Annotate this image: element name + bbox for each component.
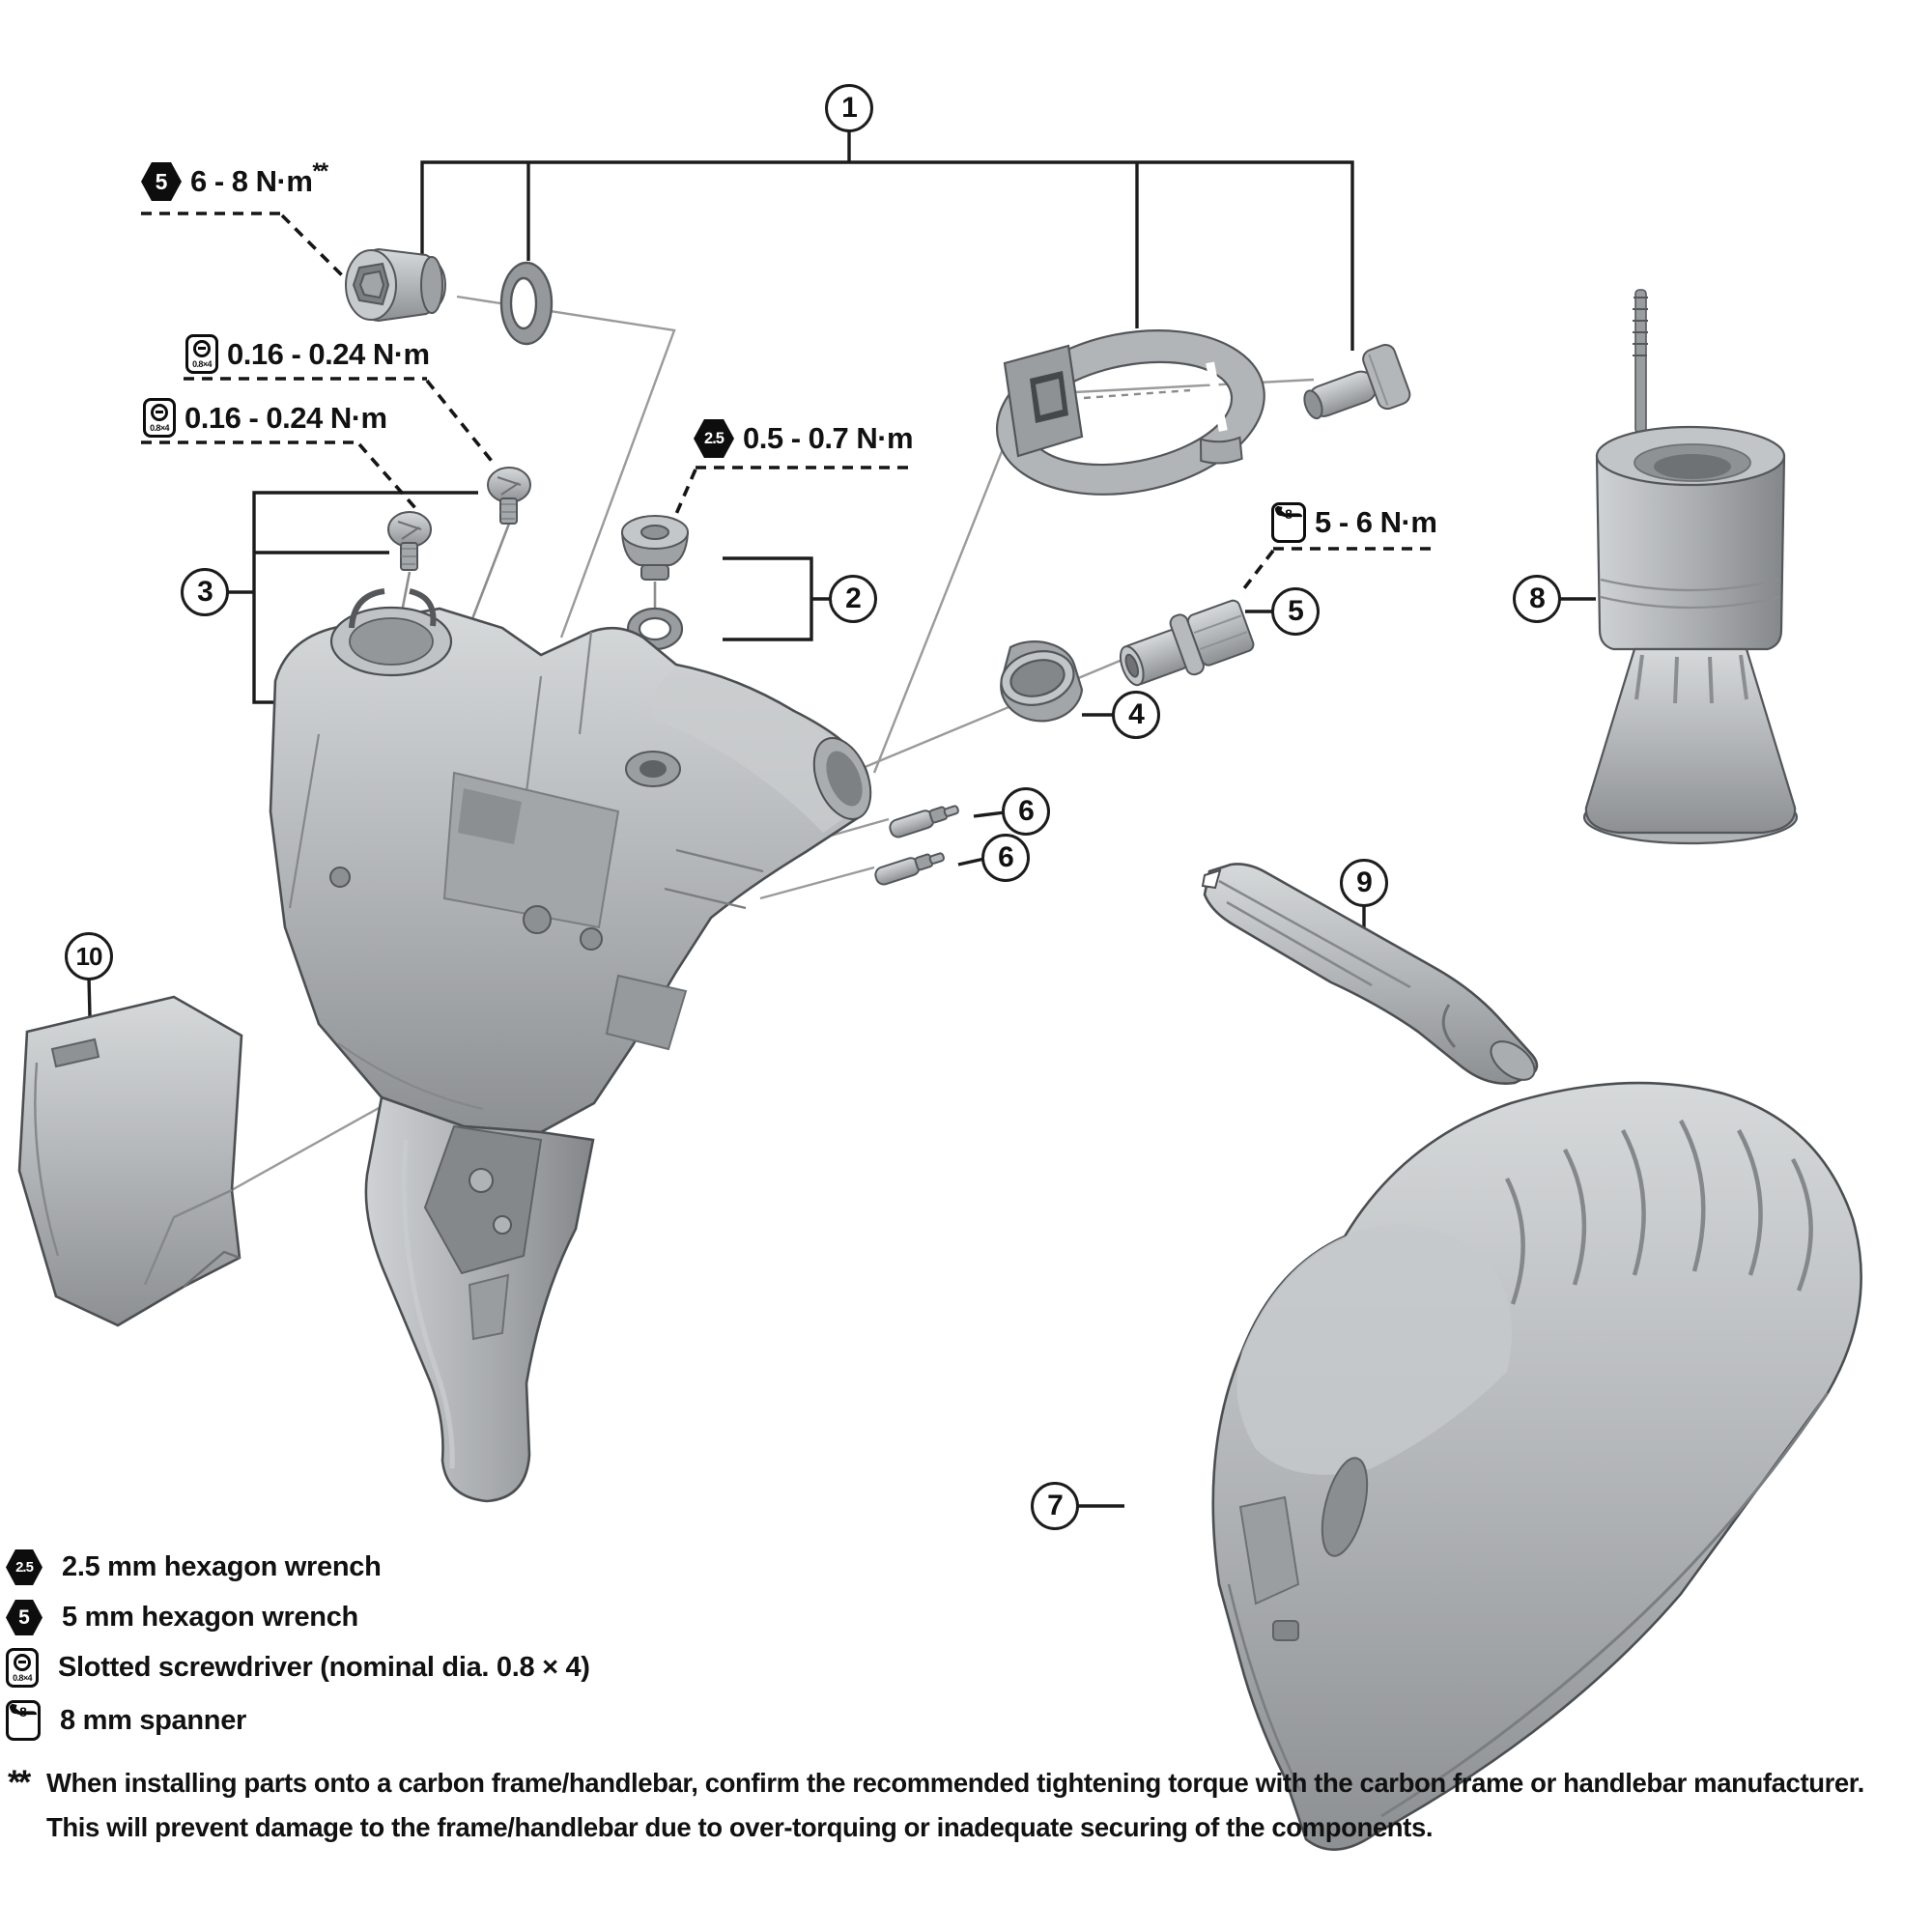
- switch-screw-lower: [387, 511, 432, 571]
- torque-label-switch-screw-lower: 0.8×4 0.16 - 0.24 N·m: [143, 398, 387, 438]
- footnote-marker: **: [8, 1764, 31, 1802]
- legend-row-hex-5: 5 5 mm hexagon wrench: [6, 1600, 358, 1635]
- legend-row-slotted-screwdriver: 0.8×4 Slotted screwdriver (nominal dia. …: [6, 1648, 590, 1688]
- callout-2: 2: [829, 575, 877, 623]
- torque-label-bleed-cap: 2.5 0.5 - 0.7 N·m: [694, 419, 914, 458]
- spanner-glyph: [9, 1703, 37, 1716]
- slotted-screwdriver-icon: 0.8×4: [143, 398, 176, 438]
- clamp-fixing-bolt: [345, 247, 447, 323]
- torque-value: 0.16 - 0.24 N·m: [227, 336, 430, 371]
- torque-value: 5 - 6 N·m: [1315, 505, 1437, 539]
- torque-value: 6 - 8 N·m**: [190, 158, 328, 198]
- callout-7: 7: [1031, 1482, 1079, 1530]
- hose-connecting-nut: [1119, 599, 1255, 687]
- handlebar-clamp-band: [996, 329, 1265, 496]
- spanner-8-icon: 8: [1271, 502, 1306, 543]
- switch-screw-upper: [487, 467, 531, 525]
- ew-wire-pin-lower: [874, 852, 945, 886]
- legend-label: 2.5 mm hexagon wrench: [62, 1551, 382, 1582]
- callout-3: 3: [181, 568, 229, 616]
- frame-grommet: [1582, 289, 1799, 845]
- torque-label-switch-screw-upper: 0.8×4 0.16 - 0.24 N·m: [185, 334, 430, 374]
- screwdriver-tip-glyph: [193, 340, 211, 357]
- spanner-glyph: [1274, 505, 1302, 518]
- torque-label-bolt: 5 6 - 8 N·m**: [141, 158, 328, 201]
- legend-row-hex-2.5: 2.5 2.5 mm hexagon wrench: [6, 1549, 382, 1585]
- callout-4: 4: [1112, 691, 1160, 739]
- legend-row-spanner-8: 8 8 mm spanner: [6, 1700, 246, 1741]
- spanner-8-icon: 8: [6, 1700, 41, 1741]
- bracket-cover-hood: [1211, 1081, 1862, 1851]
- callout-8: 8: [1513, 575, 1561, 623]
- hex-2.5-icon: 2.5: [694, 419, 734, 458]
- lever-body: [269, 588, 872, 1134]
- legend-label: 5 mm hexagon wrench: [62, 1602, 358, 1633]
- torque-label-connecting-nut: 8 5 - 6 N·m: [1271, 502, 1437, 543]
- clamp-slot-dash: [1083, 388, 1191, 400]
- screwdriver-tip-glyph: [151, 404, 168, 421]
- hose-bushing: [1000, 640, 1084, 723]
- ew-wire-pin-upper: [889, 805, 959, 838]
- footnote-line-2: This will prevent damage to the frame/ha…: [46, 1812, 1434, 1842]
- legend-label: 8 mm spanner: [60, 1704, 247, 1736]
- callout-1: 1: [825, 84, 873, 132]
- bleed-screw-cap: [620, 515, 690, 581]
- screwdriver-tip-glyph: [14, 1654, 31, 1671]
- callout-5: 5: [1271, 587, 1320, 636]
- slotted-screwdriver-icon: 0.8×4: [6, 1648, 39, 1688]
- footnote-line-1: When installing parts onto a carbon fram…: [46, 1768, 1864, 1798]
- name-plate-cover: [17, 995, 243, 1327]
- hex-2.5-icon: 2.5: [6, 1549, 43, 1585]
- wire-plug-tool: [1201, 863, 1539, 1085]
- callout-1-bracket: [420, 130, 1354, 351]
- slotted-screwdriver-icon: 0.8×4: [185, 334, 218, 374]
- callout-6-lower: 6: [981, 834, 1030, 882]
- torque-pointer-dashes: [141, 212, 1434, 590]
- footnote-ref: **: [312, 158, 328, 185]
- legend-label: Slotted screwdriver (nominal dia. 0.8 × …: [58, 1652, 590, 1683]
- hex-5-icon: 5: [6, 1600, 43, 1635]
- bolt-washer: [499, 261, 554, 346]
- callout-2-bracket: [723, 556, 831, 641]
- hex-5-icon: 5: [141, 162, 182, 201]
- brake-lever-blade: [364, 1095, 595, 1503]
- callout-6-upper: 6: [1002, 787, 1050, 836]
- callout-9: 9: [1340, 859, 1388, 907]
- torque-value: 0.16 - 0.24 N·m: [185, 400, 387, 435]
- torque-value: 0.5 - 0.7 N·m: [743, 421, 914, 455]
- callout-10: 10: [65, 932, 113, 980]
- clamp-band-bolt: [1303, 344, 1411, 420]
